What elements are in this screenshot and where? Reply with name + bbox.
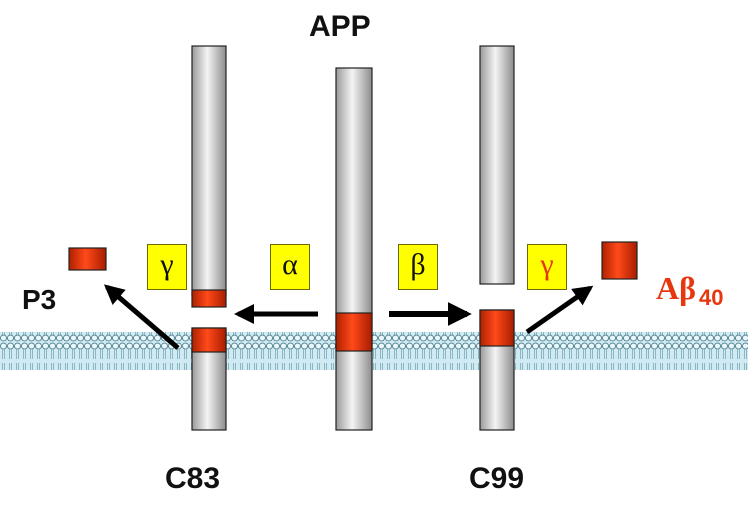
- membrane: [0, 332, 748, 370]
- c83-label: C83: [165, 462, 221, 495]
- app-red-segment: [335, 312, 373, 352]
- c99-label: C99: [469, 462, 525, 495]
- p3-fragment: [68, 247, 107, 271]
- p3-label: P3: [22, 284, 57, 315]
- c99-red-segment: [479, 309, 515, 347]
- gamma-secretase-left-box: γ: [147, 244, 187, 290]
- abeta-subscript: 40: [698, 285, 724, 310]
- app-rod: [335, 67, 373, 431]
- c99-upper-rod: [479, 45, 515, 285]
- c99-fragment: [479, 309, 515, 431]
- c83-fragment: [191, 327, 227, 431]
- c83-red-segment: [191, 327, 227, 353]
- app-label: APP: [309, 10, 371, 43]
- beta-secretase-box: β: [398, 244, 438, 290]
- c83-upper-rod: [191, 45, 227, 308]
- p3-release-arrow: [103, 284, 180, 350]
- p3-peptide-on-rod: [191, 289, 227, 308]
- gamma-secretase-right-box: γ: [527, 244, 567, 290]
- abeta-main-text: Aβ: [656, 270, 696, 306]
- alpha-secretase-box: α: [270, 244, 310, 290]
- abeta-fragment: [601, 241, 638, 280]
- abeta-release-arrow: [525, 285, 594, 335]
